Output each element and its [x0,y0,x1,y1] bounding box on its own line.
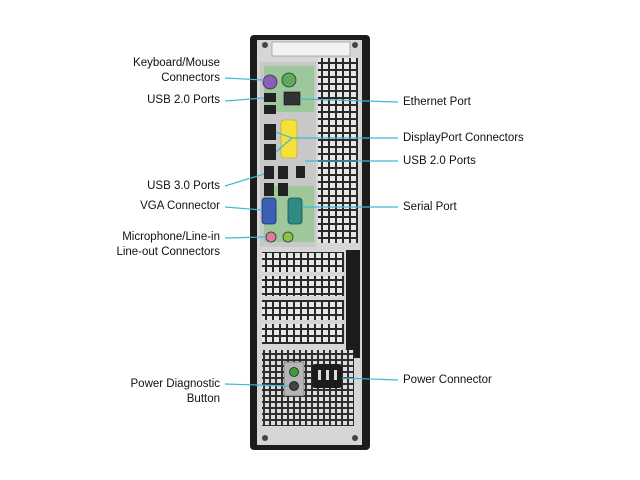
label-audio-connectors: Microphone/Line-in Line-out Connectors [116,231,220,258]
usb20-port-1 [264,93,276,102]
label-usb30-ports: USB 3.0 Ports [147,180,220,192]
leader-ethernet [299,98,399,103]
power-connector-pin-1 [318,370,321,380]
label-usb20-ports-left: USB 2.0 Ports [147,94,220,106]
psu-diagnostic-panel [283,361,305,397]
ps2-mouse-port [281,72,297,88]
slot-bracket [346,250,360,358]
usb30-port-1 [264,166,274,179]
label-serial-port: Serial Port [403,201,457,213]
screw-bottom-left [262,435,268,441]
displayport-2 [264,144,276,160]
label-keyboard-mouse-connectors: Keyboard/Mouse Connectors [133,57,220,84]
label-vga-connector: VGA Connector [140,200,220,212]
top-slot [271,41,351,57]
power-connector-pin-3 [334,370,337,380]
leader-power-diagnostic [224,383,290,387]
yellow-warning-tag [280,119,298,159]
leader-displayport-2 [275,137,293,153]
expansion-slot-4 [262,324,344,344]
expansion-slot-3 [262,300,344,320]
screw-bottom-right [352,435,358,441]
usb30-port-4 [278,183,288,196]
vent-grill-upper [318,58,358,243]
expansion-slot-1 [262,252,344,272]
leader-usb30 [224,173,265,187]
leader-audio [224,236,267,239]
screw-top-right [352,42,358,48]
power-diagnostic-button [289,381,299,391]
leader-power-connector [341,377,399,381]
ps2-keyboard-port [262,74,278,90]
psu-grill [262,350,354,426]
io-panel [260,62,316,247]
microphone-jack [265,231,277,243]
ethernet-port [283,91,301,106]
power-connector-pin-2 [326,370,329,380]
label-usb20-ports-right: USB 2.0 Ports [403,155,476,167]
label-ethernet-port: Ethernet Port [403,96,471,108]
usb30-port-2 [264,183,274,196]
usb30-port-3 [278,166,288,179]
usb20-port-3 [296,166,305,178]
label-displayport-connectors: DisplayPort Connectors [403,132,524,144]
displayport-1 [264,124,276,140]
serial-port [287,197,303,225]
expansion-slot-2 [262,276,344,296]
leader-lines [224,77,399,387]
leader-vga [224,206,263,211]
expansion-slots [262,250,360,358]
power-supply [262,350,354,426]
vga-port [261,197,277,225]
label-power-diagnostic-button: Power Diagnostic Button [130,378,220,405]
line-out-jack [282,231,294,243]
leader-usb20-left [224,97,265,102]
power-diagnostic-led [289,367,299,377]
screw-top-left [262,42,268,48]
label-power-connector: Power Connector [403,374,492,386]
usb20-port-2 [264,105,276,114]
leader-keyboard-mouse [224,77,265,81]
